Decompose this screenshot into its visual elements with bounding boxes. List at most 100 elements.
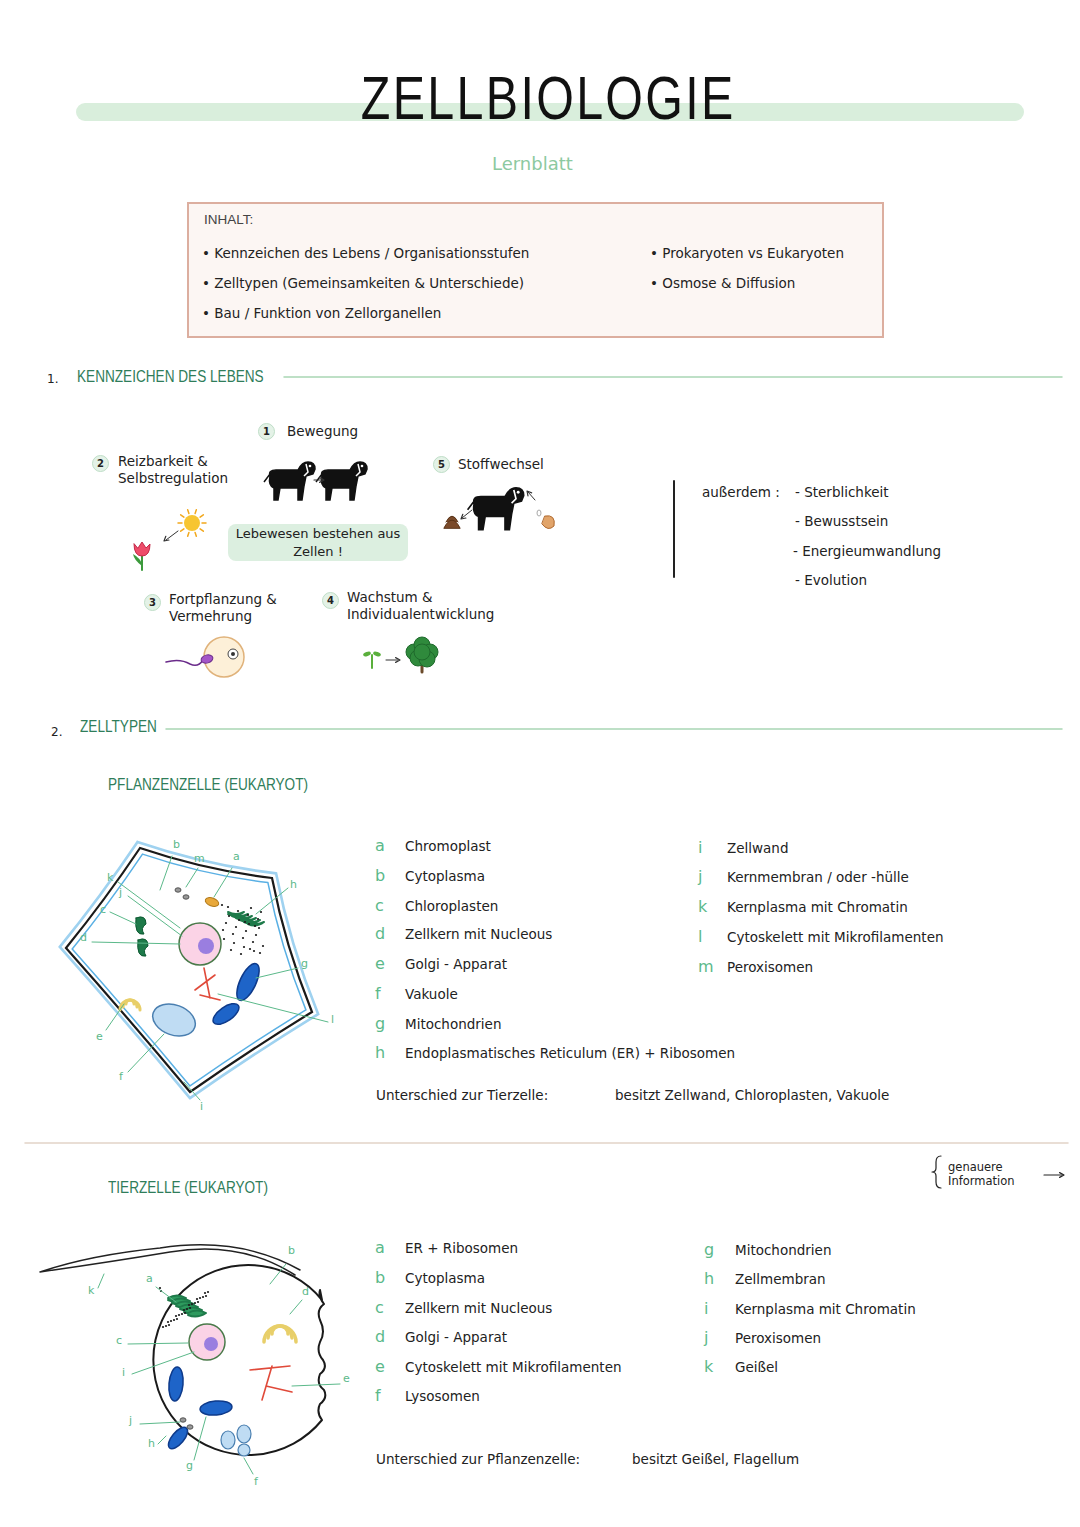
food-icon bbox=[542, 516, 554, 529]
subheading: TIERZELLE (EUKARYOT) bbox=[108, 1177, 268, 1198]
ribosome bbox=[259, 952, 261, 954]
arrow bbox=[314, 479, 322, 480]
callout-letter: i bbox=[200, 1100, 203, 1114]
note: genauere Information bbox=[948, 1160, 1043, 1189]
chloroplast bbox=[138, 939, 148, 956]
sun-ray bbox=[200, 529, 203, 531]
list-letter: k bbox=[698, 897, 707, 917]
leaf bbox=[133, 554, 142, 566]
leaf bbox=[373, 651, 382, 657]
callout-number: 4 bbox=[322, 592, 339, 609]
ribosome bbox=[196, 1298, 198, 1300]
ribosome bbox=[178, 1314, 180, 1316]
leader-line bbox=[186, 868, 198, 887]
body-text: - Energieumwandlung bbox=[793, 543, 941, 560]
callout-letter: l bbox=[331, 1013, 334, 1027]
subtitle: Lernblatt bbox=[492, 153, 573, 176]
golgi bbox=[264, 1326, 296, 1342]
content-box: INHALT:• Kennzeichen des Lebens / Organi… bbox=[187, 202, 884, 338]
sun-ray bbox=[200, 515, 203, 517]
ribosome bbox=[253, 950, 255, 952]
body-text: Peroxisomen bbox=[727, 959, 813, 976]
leader-line bbox=[214, 868, 232, 897]
section-heading: ZELLTYPEN bbox=[80, 716, 157, 737]
ribosome bbox=[232, 933, 234, 935]
body-text: ER + Ribosomen bbox=[405, 1240, 518, 1257]
nucleolus bbox=[204, 1337, 218, 1351]
arrow-head bbox=[320, 478, 324, 483]
ribosome bbox=[237, 910, 239, 912]
callout-letter: f bbox=[254, 1475, 258, 1489]
ribosome bbox=[225, 922, 227, 924]
leader-line bbox=[218, 994, 328, 1022]
arrow bbox=[1044, 1174, 1062, 1175]
poop-icon bbox=[444, 516, 460, 528]
list-letter: k bbox=[704, 1357, 713, 1377]
ribosome bbox=[227, 906, 229, 908]
body-text: Unterschied zur Pflanzenzelle: bbox=[376, 1451, 580, 1468]
body-text: - Sterblichkeit bbox=[795, 484, 889, 501]
separator bbox=[25, 1142, 1068, 1144]
ribosome bbox=[222, 929, 224, 931]
callout-letter: a bbox=[146, 1272, 153, 1286]
arrow-head bbox=[164, 536, 169, 541]
peroxisome bbox=[180, 1418, 186, 1422]
ribosome bbox=[207, 1291, 209, 1293]
ribosome bbox=[183, 1309, 185, 1311]
leader-line bbox=[128, 896, 182, 936]
leader-line bbox=[156, 1287, 176, 1302]
page-title: ZELLBIOLOGIE bbox=[360, 62, 735, 133]
section-rule bbox=[284, 376, 1062, 378]
dot bbox=[231, 652, 235, 656]
nucleolus bbox=[198, 938, 214, 954]
section-heading: KENNZEICHEN DES LEBENS bbox=[77, 366, 264, 387]
ribosome bbox=[230, 949, 232, 951]
list-letter: h bbox=[704, 1269, 714, 1289]
ribosome bbox=[242, 937, 244, 939]
body-text: Kernplasma mit Chromatin bbox=[727, 899, 908, 916]
ribosome bbox=[258, 927, 260, 929]
er bbox=[248, 922, 264, 926]
arrow-head bbox=[396, 658, 400, 663]
ribosome bbox=[202, 1296, 204, 1298]
callout-letter: g bbox=[301, 957, 308, 971]
ribosome bbox=[245, 930, 247, 932]
callout-letter: j bbox=[119, 886, 122, 900]
sun-ray bbox=[181, 515, 184, 517]
ribosome bbox=[189, 1307, 191, 1309]
body-text: Zellkern mit Nucleous bbox=[405, 1300, 552, 1317]
ribosome bbox=[205, 1295, 207, 1297]
ribosome bbox=[173, 1319, 175, 1321]
leader-line bbox=[128, 1343, 188, 1344]
ribosome bbox=[252, 941, 254, 943]
brace bbox=[932, 1156, 941, 1188]
leader-line bbox=[292, 1384, 340, 1386]
ribosome bbox=[260, 911, 262, 913]
callout-letter: k bbox=[107, 871, 113, 885]
leader-line bbox=[256, 968, 298, 978]
leader-line bbox=[140, 1422, 180, 1424]
leader-line bbox=[160, 856, 172, 890]
cell-wall bbox=[72, 854, 306, 1086]
ribosome bbox=[247, 914, 249, 916]
ribosome bbox=[188, 1304, 190, 1306]
mitochondrion bbox=[232, 960, 263, 1003]
body-text: Geißel bbox=[735, 1359, 778, 1376]
ribosome bbox=[170, 1320, 172, 1322]
body-text: Cytoskelett mit Mikrofilamenten bbox=[405, 1359, 622, 1376]
ribosome bbox=[175, 1315, 177, 1317]
lysosome bbox=[221, 1431, 235, 1449]
list-letter: d bbox=[375, 1327, 385, 1347]
mitochondrion bbox=[210, 1000, 243, 1029]
content-item: • Prokaryoten vs Eukaryoten bbox=[650, 245, 844, 262]
chloroplast bbox=[136, 917, 146, 934]
sun-ray bbox=[195, 510, 196, 514]
body-text: - Bewusstsein bbox=[795, 513, 888, 530]
callout-letter: g bbox=[186, 1459, 193, 1473]
cytoskeleton bbox=[250, 1366, 292, 1400]
body-text: Lysosomen bbox=[405, 1388, 480, 1405]
body-text: besitzt Zellwand, Chloroplasten, Vakuole bbox=[615, 1087, 889, 1104]
ribosome bbox=[233, 942, 235, 944]
leader-line bbox=[106, 1004, 124, 1030]
sun-ray bbox=[188, 510, 189, 514]
